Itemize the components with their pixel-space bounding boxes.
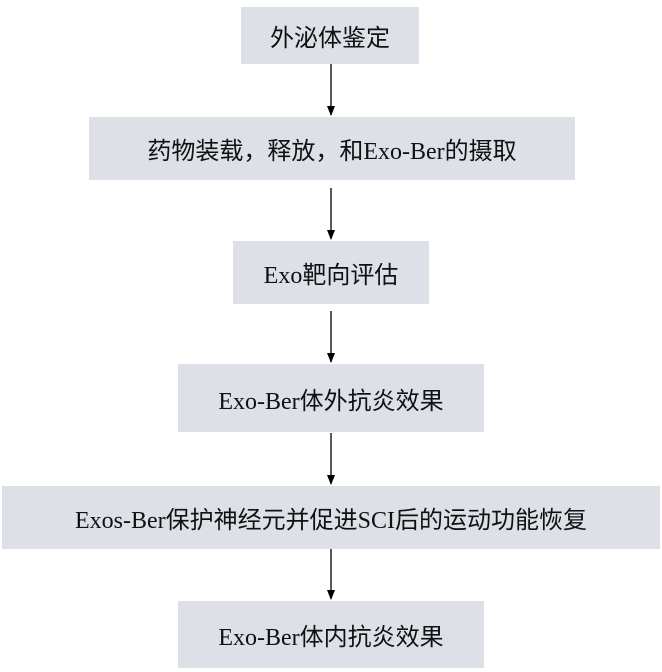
step-label: Exo-Ber体内抗炎效果 [218,625,444,651]
step-neuroprotection-motor-recovery: Exos-Ber保护神经元并促进SCI后的运动功能恢复 [2,486,660,549]
step-in-vitro-anti-inflammatory: Exo-Ber体外抗炎效果 [178,364,484,432]
step-label: Exos-Ber保护神经元并促进SCI后的运动功能恢复 [75,508,587,534]
step-label: Exo靶向评估 [263,263,399,289]
step-exosome-identification: 外泌体鉴定 [241,7,419,64]
step-label: 药物装载，释放，和Exo-Ber的摄取 [147,139,517,165]
step-label: 外泌体鉴定 [270,26,390,52]
step-in-vivo-anti-inflammatory: Exo-Ber体内抗炎效果 [178,601,484,668]
step-label: Exo-Ber体外抗炎效果 [218,388,444,415]
step-targeting-evaluation: Exo靶向评估 [233,241,429,304]
step-drug-loading-release-uptake: 药物装载，释放，和Exo-Ber的摄取 [89,117,575,180]
